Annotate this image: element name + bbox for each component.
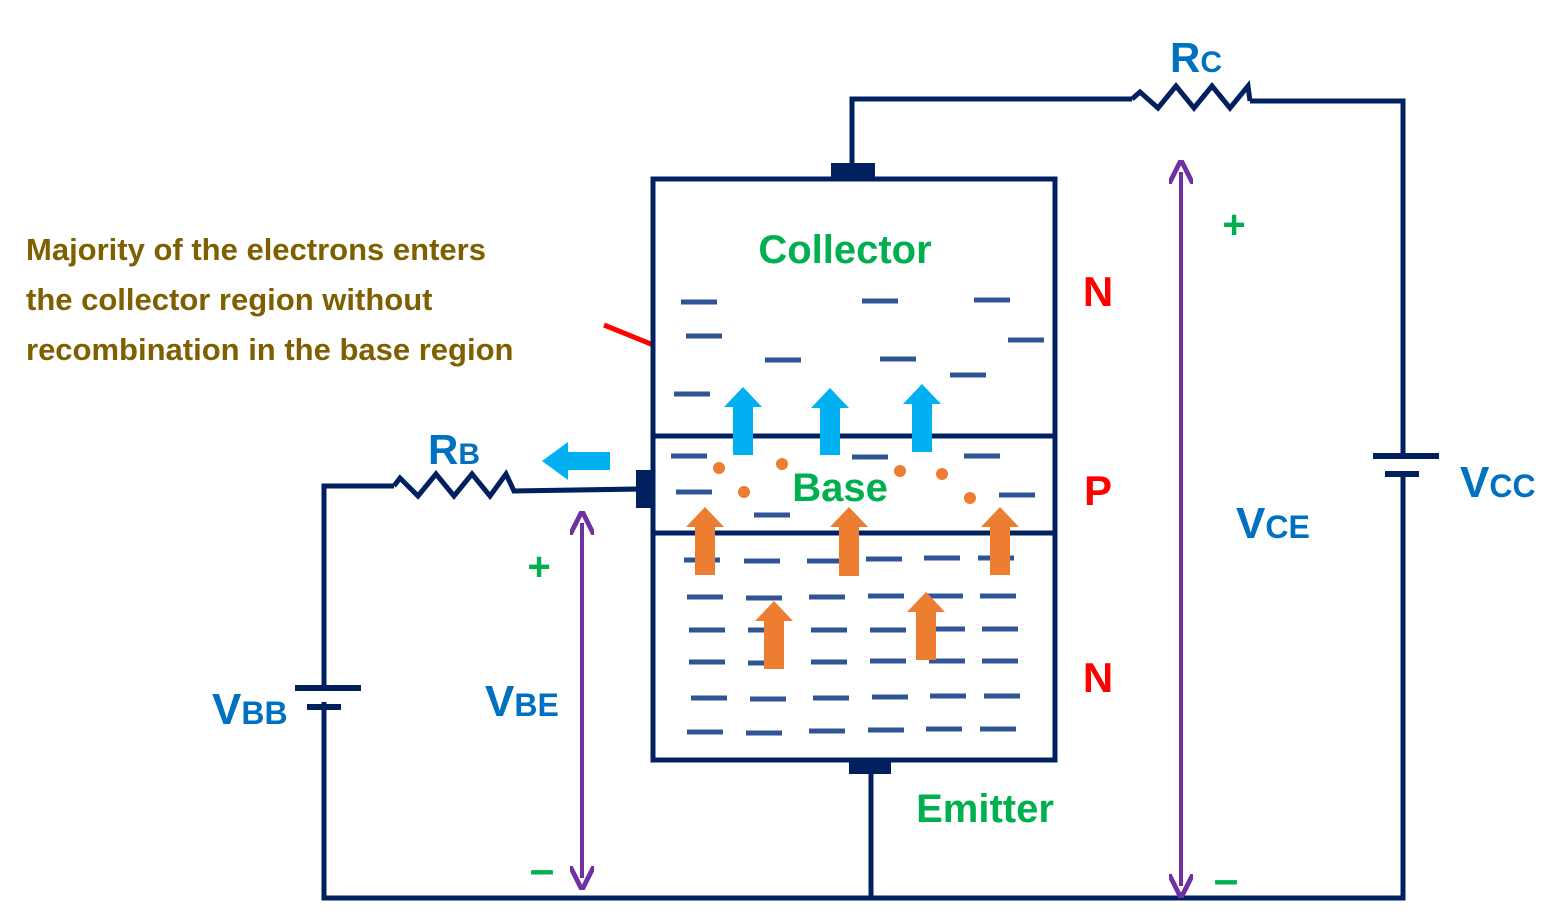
collector-region [650, 176, 1058, 439]
electron-flow-arrow-icon [903, 384, 941, 452]
hole-dot [776, 458, 788, 470]
vbe-minus-sign: – [530, 845, 554, 894]
vce-plus-sign: + [1222, 203, 1245, 247]
base-label: Base [792, 466, 888, 510]
hole-dot [964, 492, 976, 504]
vbb-label: VBB [212, 685, 288, 734]
transistor-body [650, 176, 1058, 763]
rb-label: RB [428, 426, 480, 473]
electron-flow-arrow-icon [811, 388, 849, 455]
injection-arrow-icon [686, 507, 724, 575]
vbe-label: VBE [485, 677, 559, 726]
collector-label: Collector [758, 228, 931, 272]
resistor-rc: RC [1130, 34, 1253, 112]
battery-vcc: VCC [1373, 453, 1536, 507]
note-line-3: recombination in the base region [26, 332, 513, 367]
injection-arrow-icon [981, 507, 1019, 575]
base-type-label: P [1084, 467, 1112, 514]
resistor-rb: RB [392, 426, 517, 501]
injection-arrow-icon [830, 507, 868, 576]
injection-arrow-icon [755, 601, 793, 669]
hole-dot [936, 468, 948, 480]
vce-label: VCE [1236, 499, 1310, 548]
hole-dot [713, 462, 725, 474]
electron-flow-arrow-icon [724, 387, 762, 455]
collector-type-label: N [1083, 268, 1113, 315]
emitter-type-label: N [1083, 654, 1113, 701]
hole-dot [894, 465, 906, 477]
vbe-plus-sign: + [527, 545, 550, 589]
note-line-2: the collector region without [26, 282, 432, 317]
base-current-arrow-icon [542, 442, 610, 480]
rc-label: RC [1170, 34, 1222, 81]
battery-vbb: VBB [212, 685, 361, 734]
vcc-label: VCC [1460, 458, 1536, 507]
hole-dot [738, 486, 750, 498]
note-line-1: Majority of the electrons enters [26, 232, 486, 267]
annotation-note: Majority of the electrons enters the col… [26, 232, 513, 367]
electrons [671, 297, 1044, 736]
emitter-label: Emitter [916, 787, 1054, 831]
vce-minus-sign: – [1214, 855, 1238, 904]
collector-terminal [831, 163, 875, 179]
injection-arrow-icon [907, 592, 945, 660]
electron-flow-arrows [724, 384, 941, 455]
emitter-injection-arrows [686, 507, 1019, 669]
circuit-wires [321, 96, 1406, 901]
holes [713, 458, 976, 504]
